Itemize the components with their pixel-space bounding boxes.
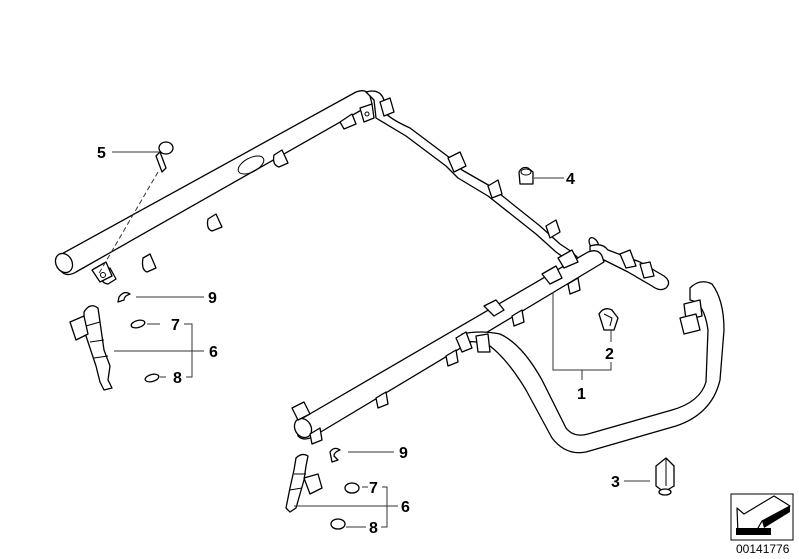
callout-3[interactable]: 3	[611, 474, 620, 491]
callout-1[interactable]: 1	[577, 386, 586, 403]
callout-8-lower[interactable]: 8	[369, 520, 378, 537]
injector-lower[interactable]	[285, 453, 323, 513]
o-ring-7-lower[interactable]	[344, 482, 360, 494]
callout-6-lower[interactable]: 6	[401, 499, 410, 516]
hose-clamp[interactable]	[655, 457, 675, 496]
return-hose[interactable]	[455, 281, 725, 454]
hose-clip[interactable]	[598, 308, 619, 331]
injector-upper[interactable]	[69, 305, 113, 391]
diagram-number: 00141776	[736, 542, 790, 556]
bolt[interactable]	[155, 141, 174, 173]
o-ring-7-upper[interactable]	[130, 319, 146, 329]
o-ring-8-upper[interactable]	[144, 373, 160, 383]
leader-7-lower	[362, 486, 388, 528]
bolt-dashed-guide	[97, 171, 159, 276]
callout-9-lower[interactable]: 9	[399, 445, 408, 462]
callout-9-upper[interactable]: 9	[208, 290, 217, 307]
callout-7-upper[interactable]: 7	[171, 317, 180, 334]
nut[interactable]	[518, 166, 534, 185]
arrow-navigation-icon[interactable]	[730, 493, 794, 541]
callout-8-upper[interactable]: 8	[173, 370, 182, 387]
callout-4[interactable]: 4	[566, 171, 575, 188]
o-ring-8-lower[interactable]	[330, 518, 346, 530]
retaining-clip-lower[interactable]	[329, 447, 341, 463]
lower-fuel-rail[interactable]	[291, 249, 605, 445]
crossover-fuel-line[interactable]	[365, 90, 670, 291]
callout-6-upper[interactable]: 6	[209, 344, 218, 361]
callout-5[interactable]: 5	[97, 145, 106, 162]
leader-1	[552, 292, 612, 380]
upper-fuel-rail[interactable]	[52, 90, 375, 285]
callout-7-lower[interactable]: 7	[369, 480, 378, 497]
retaining-clip-upper[interactable]	[117, 291, 131, 303]
callout-2[interactable]: 2	[605, 346, 614, 363]
